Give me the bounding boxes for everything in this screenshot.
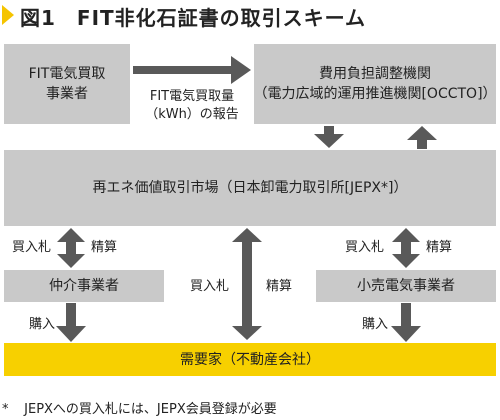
fit-operator-box: FIT電気買取 事業者 — [4, 44, 130, 124]
cost-burden-line2: （電力広域的運用推進機関[OCCTO]） — [253, 86, 497, 102]
consumer-box: 需要家（不動産会社） — [4, 343, 496, 376]
title-marker-icon — [2, 5, 14, 25]
settle-right-label: 精算 — [426, 240, 453, 255]
cost-burden-box: 費用負担調整機関 （電力広域的運用推進機関[OCCTO]） — [253, 44, 497, 124]
market-to-cost-arrow — [407, 126, 437, 149]
cost-to-market-arrow — [314, 126, 344, 148]
broker-box: 仲介事業者 — [4, 270, 164, 302]
broker-label: 仲介事業者 — [49, 278, 119, 294]
cost-burden-line1: 費用負担調整機関 — [319, 66, 431, 82]
report-label-line1: FIT電気買取量 — [149, 89, 235, 104]
settle-left-label: 精算 — [91, 240, 118, 255]
footnote: * JEPXへの買入札には、JEPX会員登録が必要 — [2, 398, 277, 417]
purchase-right-label: 購入 — [362, 317, 389, 332]
broker-to-consumer-arrow — [56, 303, 86, 342]
report-arrow — [133, 56, 251, 84]
footnote-mark: * — [2, 402, 9, 417]
retailer-market-double-arrow — [392, 228, 420, 268]
footnote-text: JEPXへの買入札には、JEPX会員登録が必要 — [24, 402, 277, 417]
retailer-box: 小売電気事業者 — [316, 270, 496, 302]
retailer-label: 小売電気事業者 — [357, 278, 455, 294]
fit-operator-line2: 事業者 — [46, 86, 88, 102]
consumer-market-double-arrow — [232, 228, 262, 340]
broker-market-double-arrow — [57, 228, 85, 268]
title-bar: 図1 FIT非化石証書の取引スキーム — [0, 0, 500, 30]
settle-center-label: 精算 — [266, 279, 293, 294]
report-label: FIT電気買取量 （kWh）の報告 — [130, 88, 254, 124]
retailer-to-consumer-arrow — [391, 303, 421, 342]
purchase-left-label: 購入 — [29, 317, 56, 332]
buy-order-left-label: 買入札 — [12, 240, 52, 255]
report-label-line2: （kWh）の報告 — [145, 107, 239, 122]
consumer-label: 需要家（不動産会社） — [180, 351, 320, 368]
buy-order-right-label: 買入札 — [345, 240, 385, 255]
page-title: 図1 FIT非化石証書の取引スキーム — [20, 6, 367, 30]
buy-order-center-label: 買入札 — [190, 279, 230, 294]
market-label: 再エネ価値取引市場（日本卸電力取引所[JEPX*]） — [92, 180, 408, 196]
market-box: 再エネ価値取引市場（日本卸電力取引所[JEPX*]） — [4, 150, 496, 226]
fit-operator-line1: FIT電気買取 — [28, 66, 106, 82]
